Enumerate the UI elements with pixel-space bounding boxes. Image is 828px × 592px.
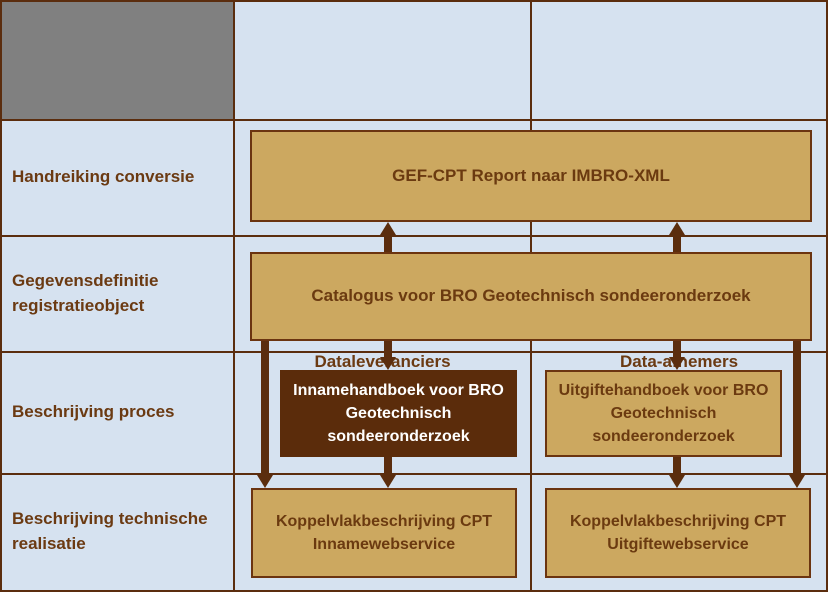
arrow-catalogus-to-gef-right-icon: [669, 222, 685, 252]
row-label-gegevensdefinitie-registratieobject: Gegevensdefinitie registratieobject: [0, 236, 233, 351]
arrow-catalogus-to-koppelvlak-inname-icon: [257, 341, 273, 488]
arrow-shaft: [673, 457, 681, 478]
row-label-text: Beschrijving proces: [12, 402, 175, 422]
box-koppelvlakbeschrijving-cpt-uitgiftewebservice: Koppelvlakbeschrijving CPT Uitgiftewebse…: [545, 488, 811, 578]
arrowhead-down-icon: [669, 475, 685, 488]
row-label-beschrijving-proces: Beschrijving proces: [0, 352, 233, 473]
arrow-shaft: [793, 341, 801, 478]
row-label-text: Beschrijving technische realisatie: [12, 509, 208, 553]
arrow-shaft: [384, 232, 392, 252]
box-gef-cpt-report-naar-imbro-xml: GEF-CPT Report naar IMBRO-XML: [250, 130, 812, 222]
arrow-shaft: [384, 457, 392, 478]
arrow-shaft: [384, 341, 392, 360]
arrowhead-down-icon: [380, 475, 396, 488]
arrow-shaft: [673, 341, 681, 360]
grid-horizontal-line-3: [0, 351, 828, 353]
box-innamehandboek-highlighted: Innamehandboek voor BRO Geotechnisch son…: [280, 370, 517, 457]
box-label: Catalogus voor BRO Geotechnisch sondeero…: [311, 286, 751, 306]
arrowhead-down-icon: [669, 357, 685, 370]
box-koppelvlakbeschrijving-cpt-innamewebservice: Koppelvlakbeschrijving CPT Innamewebserv…: [251, 488, 517, 578]
arrowhead-up-icon: [669, 222, 685, 235]
row-label-handreiking-conversie: Handreiking conversie: [0, 120, 233, 235]
box-catalogus-bro-geotechnisch-sondeeronderzoek: Catalogus voor BRO Geotechnisch sondeero…: [250, 252, 812, 341]
arrowhead-down-icon: [789, 475, 805, 488]
arrow-catalogus-to-innamehandboek-icon: [380, 341, 396, 370]
box-label: GEF-CPT Report naar IMBRO-XML: [392, 165, 670, 185]
row-label-text: Gegevensdefinitie registratieobject: [12, 270, 159, 315]
row-label-text: Handreiking conversie: [12, 167, 195, 187]
grid-horizontal-line-4: [0, 473, 828, 475]
arrowhead-down-icon: [257, 475, 273, 488]
box-label: Koppelvlakbeschrijving CPT Uitgiftewebse…: [569, 512, 787, 553]
arrow-shaft: [261, 341, 269, 478]
box-label: Uitgiftehandboek voor BRO Geotechnisch s…: [558, 381, 769, 446]
arrow-innamehandboek-to-koppelvlak-icon: [380, 457, 396, 488]
grid-horizontal-line-1: [0, 119, 828, 121]
arrow-uitgiftehandboek-to-koppelvlak-icon: [669, 457, 685, 488]
box-label: Koppelvlakbeschrijving CPT Innamewebserv…: [275, 512, 493, 553]
box-label: Innamehandboek voor BRO Geotechnisch son…: [293, 381, 504, 446]
box-uitgiftehandboek: Uitgiftehandboek voor BRO Geotechnisch s…: [545, 370, 782, 457]
corner-cell: [0, 0, 233, 119]
arrow-shaft: [673, 232, 681, 252]
arrowhead-down-icon: [380, 357, 396, 370]
arrow-catalogus-to-gef-left-icon: [380, 222, 396, 252]
arrow-catalogus-to-koppelvlak-uitgifte-icon: [789, 341, 805, 488]
arrow-catalogus-to-uitgiftehandboek-icon: [669, 341, 685, 370]
grid-horizontal-line-2: [0, 235, 828, 237]
arrowhead-up-icon: [380, 222, 396, 235]
grid-vertical-line-1: [233, 0, 235, 592]
row-label-beschrijving-technische-realisatie: Beschrijving technische realisatie: [0, 474, 233, 590]
